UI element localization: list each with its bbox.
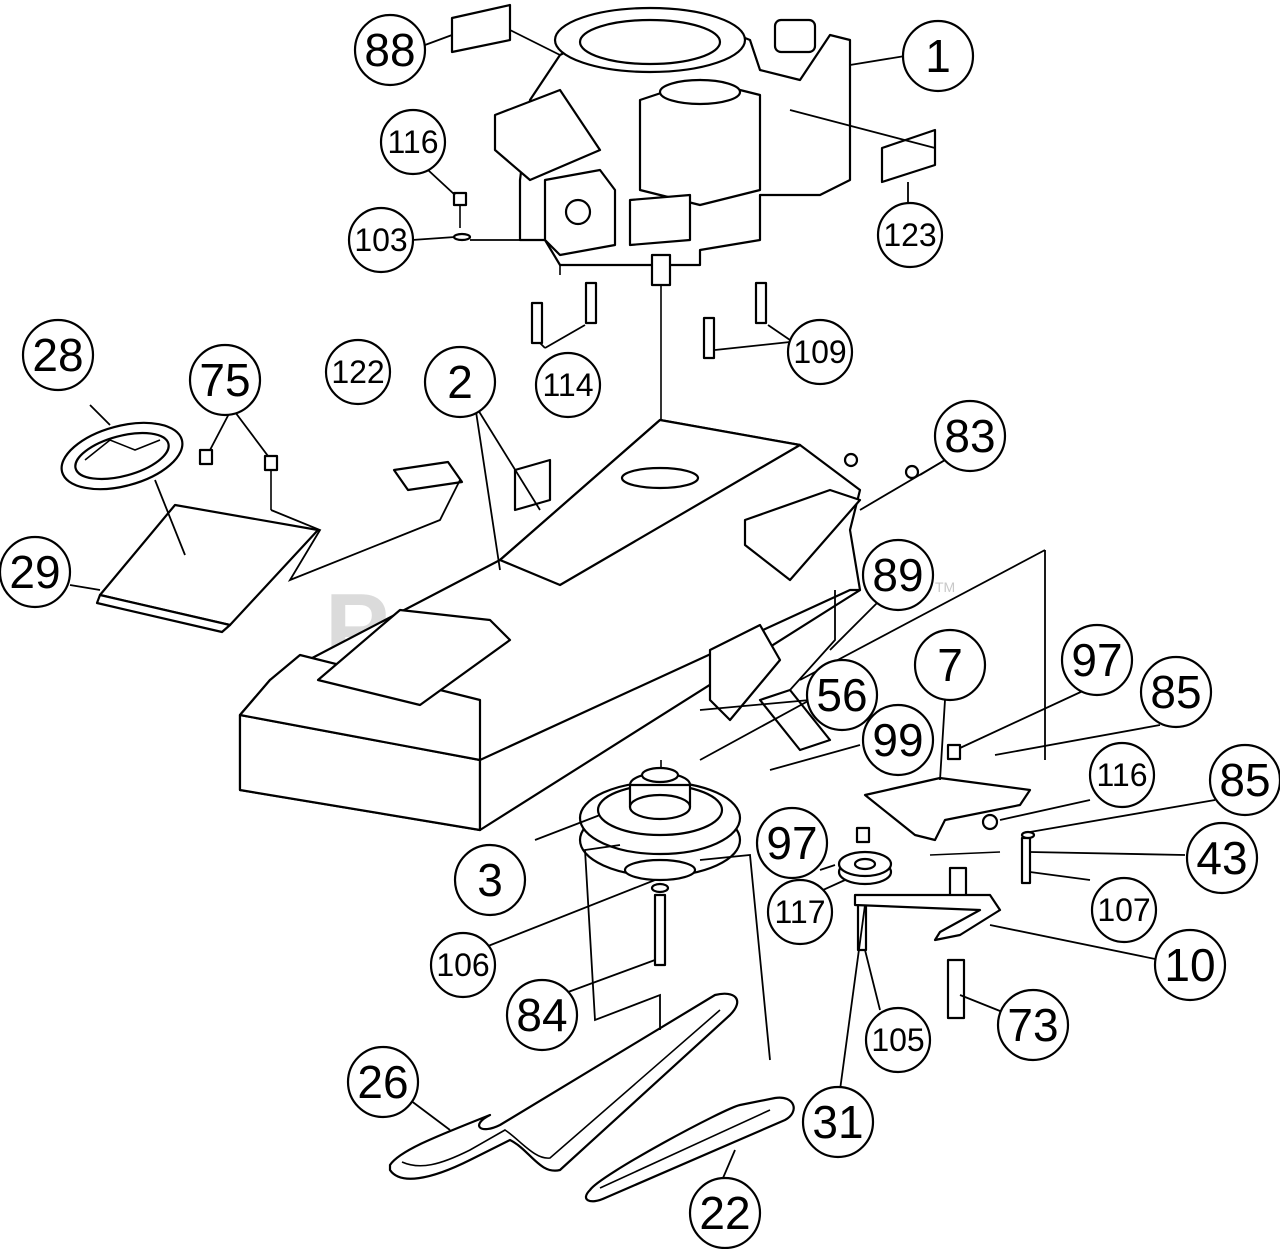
bolts-109 bbox=[702, 281, 768, 360]
callout-1: 1 bbox=[901, 19, 975, 93]
callout-2: 2 bbox=[423, 345, 497, 419]
callout-43: 43 bbox=[1185, 821, 1259, 895]
callout-123-label: 123 bbox=[883, 217, 936, 253]
callout-84-label: 84 bbox=[516, 989, 567, 1041]
bolts-114 bbox=[530, 281, 598, 345]
callout-3-label: 3 bbox=[477, 854, 503, 906]
callout-75: 75 bbox=[188, 343, 262, 417]
callout-10: 10 bbox=[1153, 928, 1227, 1002]
callout-73-label: 73 bbox=[1007, 999, 1058, 1051]
callout-26: 26 bbox=[346, 1045, 420, 1119]
callout-89-label: 89 bbox=[872, 549, 923, 601]
callout-85b-label: 85 bbox=[1219, 754, 1270, 806]
callout-106: 106 bbox=[429, 931, 497, 999]
callout-22-label: 22 bbox=[699, 1187, 750, 1239]
belt-26 bbox=[388, 992, 739, 1180]
callout-2-label: 2 bbox=[447, 356, 473, 408]
callout-107-label: 107 bbox=[1097, 892, 1150, 928]
callout-29-label: 29 bbox=[9, 546, 60, 598]
plate-29 bbox=[95, 503, 320, 634]
callout-73: 73 bbox=[996, 988, 1070, 1062]
callout-3: 3 bbox=[453, 843, 527, 917]
callout-117-label: 117 bbox=[774, 894, 825, 930]
engine-bolt-116 bbox=[452, 191, 472, 242]
callout-22: 22 bbox=[688, 1176, 762, 1249]
callout-103: 103 bbox=[347, 206, 415, 274]
callout-31-label: 31 bbox=[812, 1096, 863, 1148]
callout-122-label: 122 bbox=[331, 354, 384, 390]
callout-31: 31 bbox=[801, 1085, 875, 1159]
callout-105-label: 105 bbox=[871, 1022, 924, 1058]
callout-97a: 97 bbox=[1060, 623, 1134, 697]
cover-28 bbox=[60, 421, 184, 491]
callout-97b: 97 bbox=[755, 806, 829, 880]
callout-117: 117 bbox=[766, 878, 834, 946]
callout-10-label: 10 bbox=[1164, 939, 1215, 991]
deck-frame bbox=[238, 418, 920, 832]
decal-88 bbox=[450, 3, 512, 54]
callout-28-label: 28 bbox=[32, 329, 83, 381]
idler-pulley-31 bbox=[837, 826, 893, 952]
callout-89: 89 bbox=[861, 538, 935, 612]
callout-7-label: 7 bbox=[937, 639, 963, 691]
callout-43-label: 43 bbox=[1196, 832, 1247, 884]
callout-116a-label: 116 bbox=[387, 124, 438, 160]
callout-83-label: 83 bbox=[944, 410, 995, 462]
callout-123: 123 bbox=[876, 201, 944, 269]
callout-26-label: 26 bbox=[357, 1056, 408, 1108]
callout-88: 88 bbox=[353, 13, 427, 87]
callout-114-label: 114 bbox=[542, 367, 593, 403]
callout-116b: 116 bbox=[1088, 741, 1156, 809]
callout-85a: 85 bbox=[1139, 655, 1213, 729]
callout-85b: 85 bbox=[1208, 743, 1280, 817]
callout-84: 84 bbox=[505, 978, 579, 1052]
callout-103-label: 103 bbox=[354, 222, 407, 258]
callout-97a-label: 97 bbox=[1071, 634, 1122, 686]
decal-123 bbox=[880, 128, 937, 184]
engine bbox=[493, 6, 852, 490]
callout-122: 122 bbox=[324, 338, 392, 406]
callout-75-label: 75 bbox=[199, 354, 250, 406]
callout-28: 28 bbox=[21, 318, 95, 392]
callout-bubbles: 88 1 116 103 123 114 109 28 75 122 2 83 … bbox=[0, 13, 1280, 1249]
callout-85a-label: 85 bbox=[1150, 666, 1201, 718]
watermark-trademark: TM bbox=[935, 579, 955, 595]
bolts-75 bbox=[198, 448, 279, 510]
callout-116b-label: 116 bbox=[1096, 757, 1147, 793]
callout-109: 109 bbox=[786, 318, 854, 386]
callout-83: 83 bbox=[933, 399, 1007, 473]
callout-114: 114 bbox=[534, 351, 602, 419]
idler-arm-10 bbox=[853, 851, 1002, 1020]
callout-7: 7 bbox=[913, 628, 987, 702]
callout-56: 56 bbox=[805, 658, 879, 732]
callout-116a: 116 bbox=[379, 108, 447, 176]
callout-99-label: 99 bbox=[872, 714, 923, 766]
callout-107: 107 bbox=[1090, 876, 1158, 944]
callout-88-label: 88 bbox=[364, 24, 415, 76]
callout-97b-label: 97 bbox=[766, 817, 817, 869]
decal-122 bbox=[392, 460, 464, 492]
callout-1-label: 1 bbox=[925, 30, 951, 82]
callout-29: 29 bbox=[0, 535, 72, 609]
callout-109-label: 109 bbox=[793, 334, 846, 370]
callout-106-label: 106 bbox=[436, 947, 489, 983]
callout-99: 99 bbox=[861, 703, 935, 777]
pulley-3 bbox=[578, 766, 742, 967]
callout-56-label: 56 bbox=[816, 669, 867, 721]
callout-105: 105 bbox=[864, 1006, 932, 1074]
